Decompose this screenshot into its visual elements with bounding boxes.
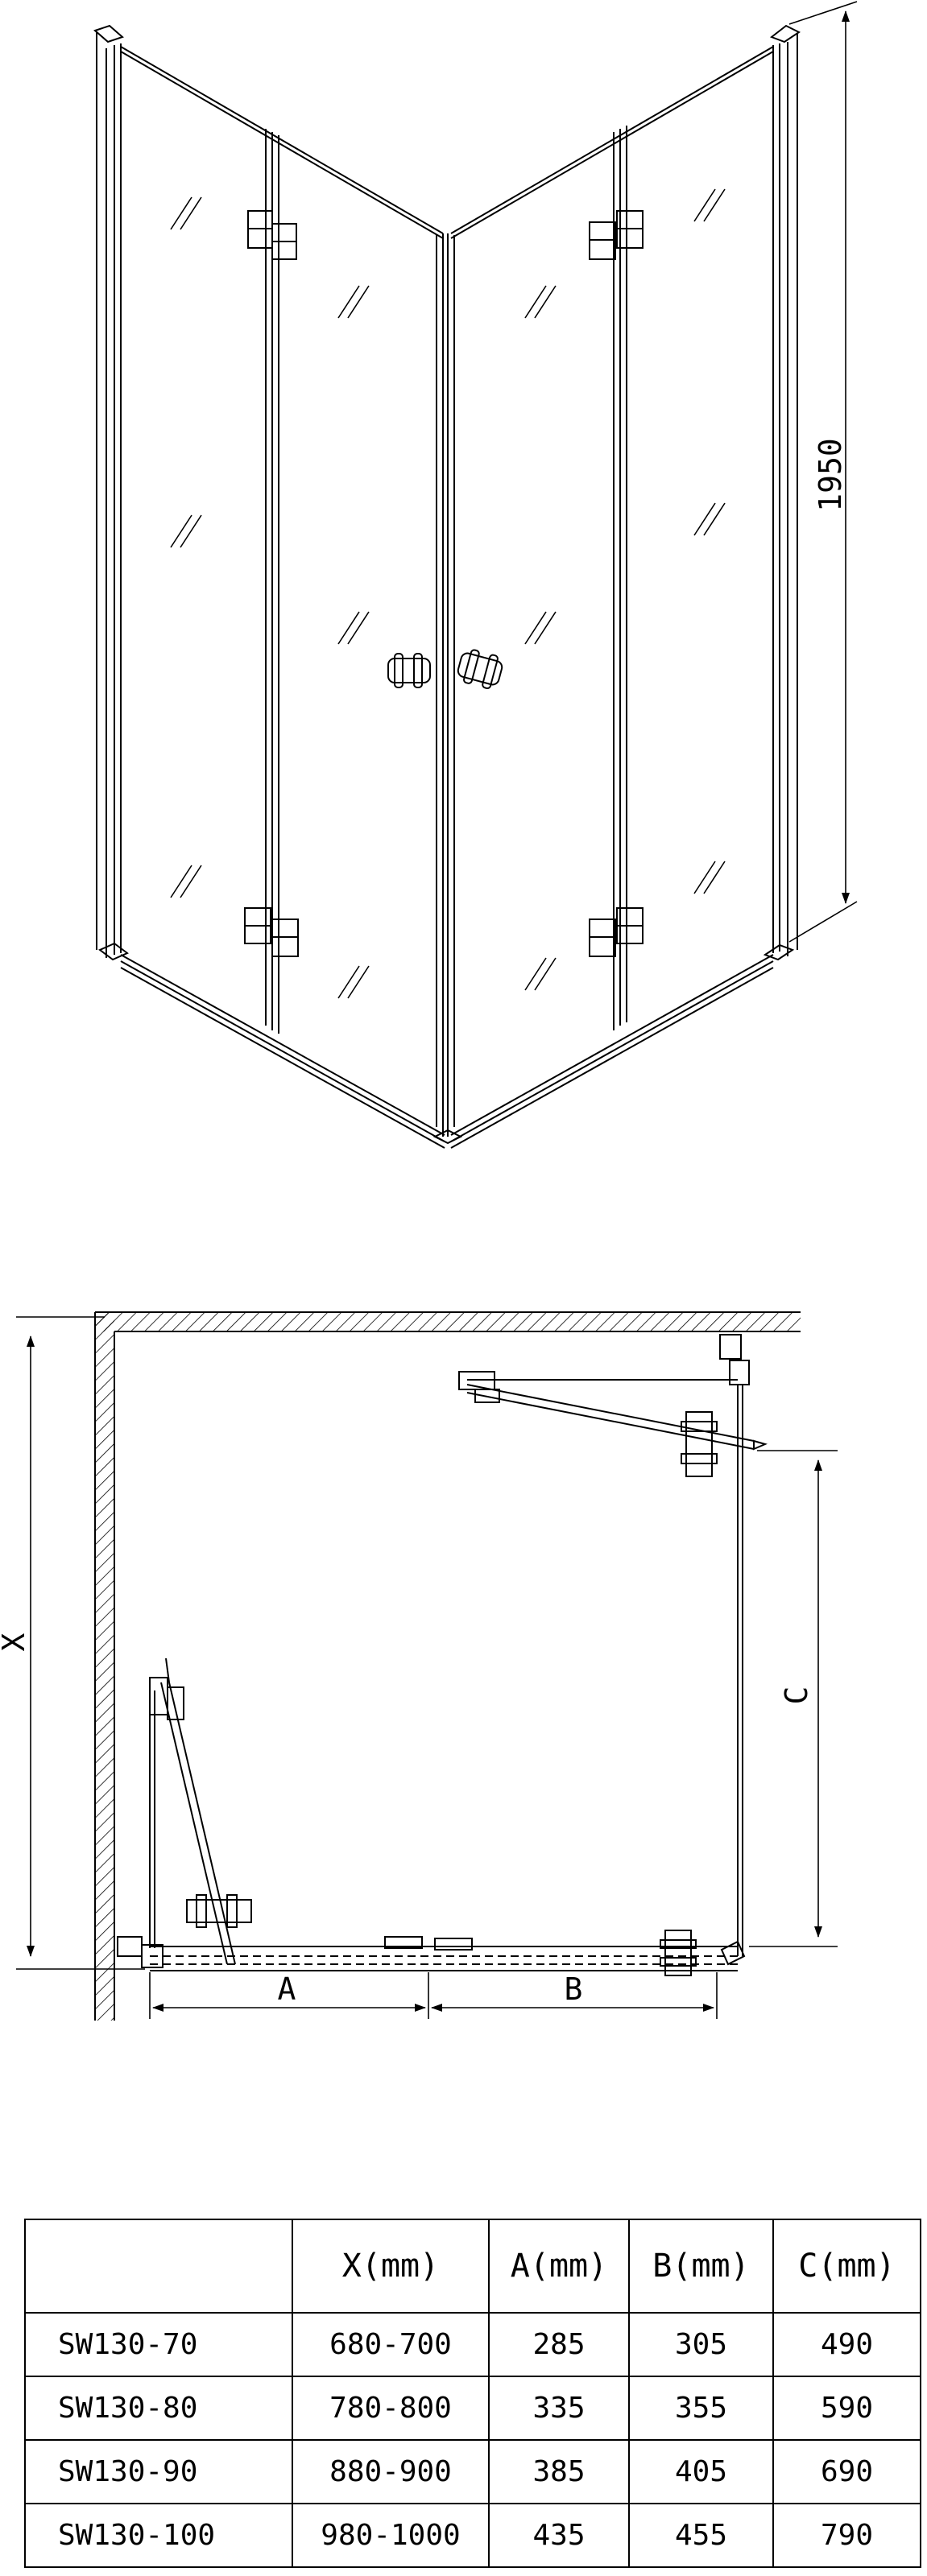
header-cell: [24, 2219, 293, 2314]
c-cell: 790: [772, 2503, 921, 2568]
b-cell: 355: [628, 2376, 774, 2441]
a-cell: 435: [488, 2503, 630, 2568]
b-cell: 455: [628, 2503, 774, 2568]
left-door-panels: [265, 129, 279, 1034]
header-cell: B(mm): [628, 2219, 774, 2314]
door-handle: [664, 1930, 692, 1976]
model-cell: SW130-80: [24, 2376, 293, 2441]
model-cell: SW130-70: [24, 2312, 293, 2377]
bottom-rail: [120, 954, 774, 1149]
corner-bracket: [117, 1936, 143, 1957]
plan-view: [16, 1311, 838, 2021]
table-row: SW130-90 880-900 385 405 690: [24, 2439, 921, 2504]
elevation-view: [93, 1, 858, 1149]
a-cell: 335: [488, 2376, 630, 2441]
table-row: SW130-80 780-800 335 355 590: [24, 2376, 921, 2441]
corner-bracket: [729, 1360, 750, 1385]
x-cell: 880-900: [292, 2439, 490, 2504]
header-cell: X(mm): [292, 2219, 490, 2314]
table-header-row: X(mm) A(mm) B(mm) C(mm): [24, 2219, 921, 2314]
header-cell: A(mm): [488, 2219, 630, 2314]
wall-hatching: [94, 1311, 801, 2021]
technical-drawing: 1950: [0, 1, 858, 2021]
left-door-open: [149, 1657, 252, 1965]
table-row: SW130-100 980-1000 435 455 790: [24, 2503, 921, 2568]
left-wall-profile: [93, 24, 129, 961]
model-cell: SW130-90: [24, 2439, 293, 2504]
x-cell: 980-1000: [292, 2503, 490, 2568]
door-handle: [660, 1939, 697, 1949]
corner-bracket: [719, 1334, 742, 1360]
glass-reflection-marks: [170, 188, 726, 999]
c-dimension: [749, 1450, 838, 1947]
c-cell: 690: [772, 2439, 921, 2504]
right-door-panels: [613, 126, 627, 1030]
door-handle: [660, 1957, 697, 1967]
b-label: B: [565, 1971, 583, 2007]
table-row: SW130-70 680-700 285 305 490: [24, 2312, 921, 2377]
b-cell: 405: [628, 2439, 774, 2504]
right-wall-profile: [763, 24, 801, 961]
hinge: [434, 1938, 473, 1951]
a-cell: 385: [488, 2439, 630, 2504]
header-cell: C(mm): [772, 2219, 921, 2314]
c-cell: 590: [772, 2376, 921, 2441]
c-cell: 490: [772, 2312, 921, 2377]
a-cell: 285: [488, 2312, 630, 2377]
x-label: X: [0, 1633, 31, 1651]
ab-dimension: [149, 1972, 718, 2019]
x-cell: 780-800: [292, 2376, 490, 2441]
model-cell: SW130-100: [24, 2503, 293, 2568]
door-handle: [387, 649, 503, 690]
spec-table: X(mm) A(mm) B(mm) C(mm) SW130-70 680-700…: [24, 2219, 921, 2568]
right-door-open: [458, 1371, 768, 1477]
corner-post: [436, 233, 455, 1137]
a-label: A: [278, 1971, 296, 2007]
hinge: [384, 1936, 423, 1949]
c-label: C: [779, 1686, 814, 1705]
hinge: [244, 210, 644, 957]
b-cell: 305: [628, 2312, 774, 2377]
corner-bracket: [141, 1944, 163, 1968]
x-dimension: [16, 1316, 145, 1970]
height-label: 1950: [813, 438, 848, 512]
height-dimension: [788, 1, 858, 943]
x-cell: 680-700: [292, 2312, 490, 2377]
